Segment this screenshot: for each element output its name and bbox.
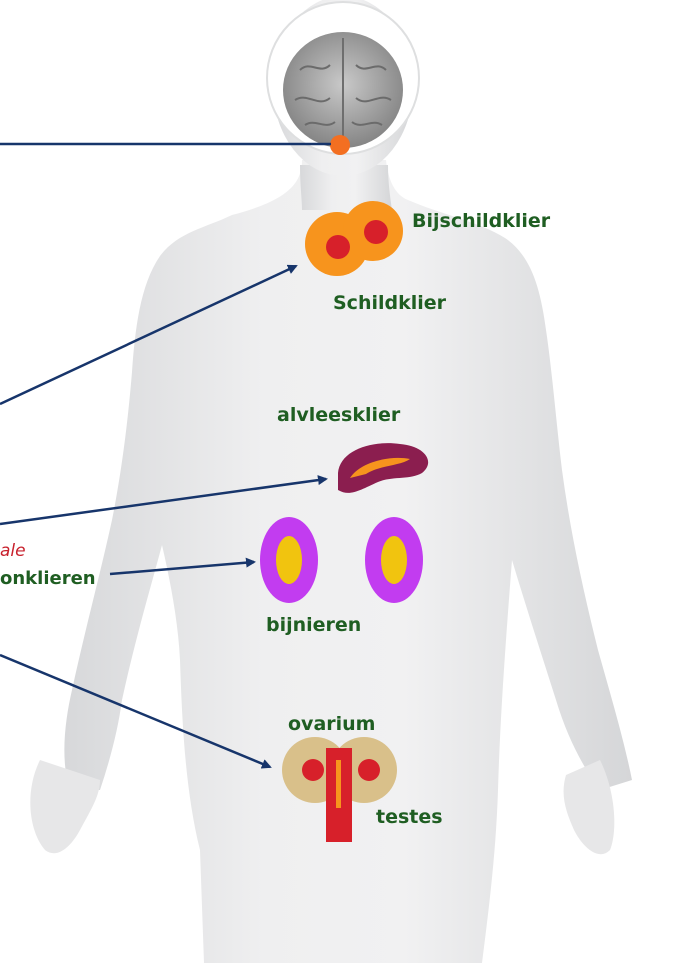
label-bijschildklier: Bijschildklier bbox=[412, 210, 550, 232]
parathyroid-icon bbox=[326, 235, 350, 259]
label-alvleesklier: alvleesklier bbox=[277, 404, 400, 426]
parathyroid-icon bbox=[364, 220, 388, 244]
label-fragment-italic: ale bbox=[0, 541, 26, 561]
adrenal-icon bbox=[260, 517, 318, 603]
label-schildklier: Schildklier bbox=[333, 292, 446, 314]
label-fragment-klieren: onklieren bbox=[0, 568, 96, 589]
pituitary-icon bbox=[330, 135, 350, 155]
uterus-icon bbox=[326, 748, 352, 842]
brain-icon bbox=[283, 32, 403, 148]
label-testes: testes bbox=[376, 806, 443, 828]
adrenal-icon bbox=[365, 517, 423, 603]
label-ovarium: ovarium bbox=[288, 713, 375, 735]
label-bijnieren: bijnieren bbox=[266, 614, 361, 636]
